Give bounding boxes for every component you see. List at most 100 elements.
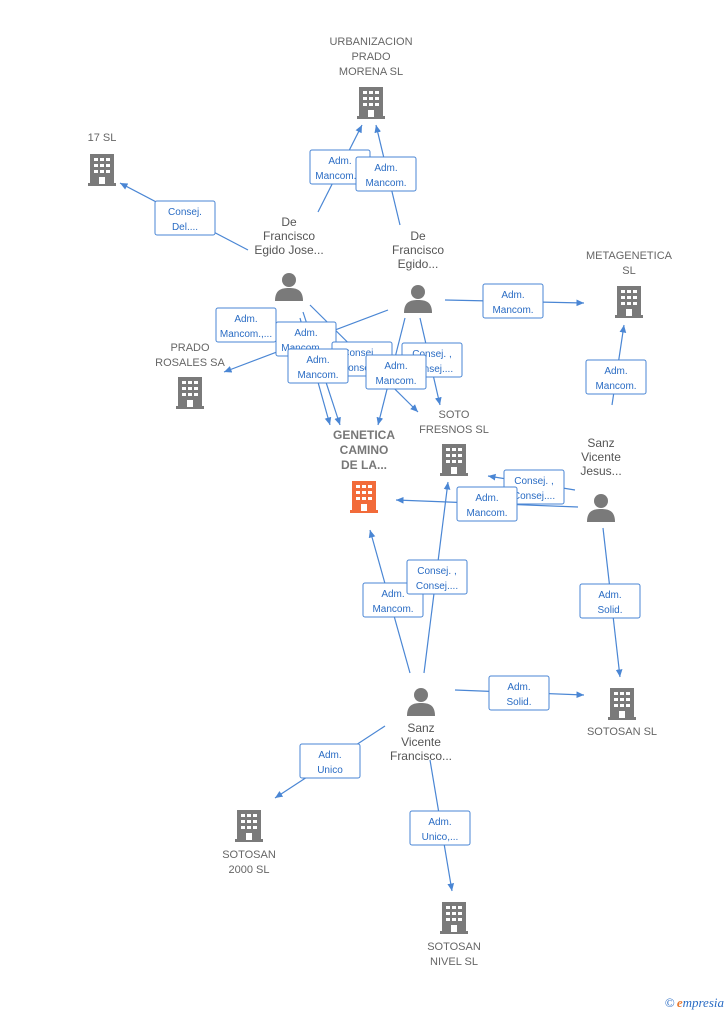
node-label: De — [410, 229, 426, 243]
building-icon — [350, 481, 378, 513]
building-icon — [608, 688, 636, 720]
person-node[interactable]: SanzVicenteJesus... — [580, 436, 622, 522]
node-label: Egido Jose... — [254, 243, 323, 257]
relation-label[interactable]: Consej. , Consej.... — [503, 469, 565, 505]
relation-label-box — [456, 486, 518, 522]
relation-label-box — [482, 283, 544, 319]
node-label: Francisco — [392, 243, 444, 257]
copyright-symbol: © — [664, 995, 675, 1010]
relation-label-text: Adm. — [507, 682, 530, 693]
relation-label-text: Consej. , — [417, 566, 456, 577]
node-label: Sanz — [407, 721, 434, 735]
relation-label-text: Mancom. — [466, 508, 507, 519]
company-node[interactable]: URBANIZACION PRADO MORENA SL — [329, 36, 413, 119]
nodes-layer: URBANIZACION PRADO MORENA SL 17 SL METAGENET… — [88, 36, 673, 968]
person-node[interactable]: SanzVicenteFrancisco... — [390, 688, 452, 763]
node-label: MORENA SL — [339, 66, 403, 78]
relation-label-text: Adm. — [328, 156, 351, 167]
node-label: SL — [622, 265, 635, 277]
node-label: URBANIZACION — [329, 36, 412, 48]
node-label: SOTOSAN SL — [587, 726, 657, 738]
relation-label-text: Consej. , — [412, 349, 451, 360]
relation-label[interactable]: Consej. , Consej.... — [406, 559, 468, 595]
node-label: ROSALES SA — [155, 357, 225, 369]
relation-label-text: Consej.... — [341, 363, 383, 374]
node-label: Egido... — [398, 257, 439, 271]
relation-label-text: Consej. — [168, 207, 202, 218]
relation-label-text: Adm. — [294, 328, 317, 339]
relation-label-box — [585, 359, 647, 395]
relation-label-text: Adm. — [428, 817, 451, 828]
relation-label-box — [409, 810, 471, 846]
relation-label-box — [154, 200, 216, 236]
building-icon — [440, 902, 468, 934]
relation-label[interactable]: Adm.Mancom. — [456, 486, 518, 522]
relation-label-text: Consej.... — [411, 364, 453, 375]
node-label: METAGENETICA — [586, 250, 673, 262]
brand-initial: e — [676, 995, 683, 1010]
person-icon — [275, 273, 303, 301]
node-label: DE LA... — [341, 458, 387, 472]
relation-label[interactable]: Adm. Mancom. — [482, 283, 544, 319]
relation-label[interactable]: Adm.Solid. — [488, 675, 550, 711]
relation-label-text: Consej.... — [513, 491, 555, 502]
relation-label-text: Adm. — [598, 590, 621, 601]
relation-label-text: Adm. — [604, 366, 627, 377]
relation-label-box — [355, 156, 417, 192]
node-label: PRADO — [351, 51, 391, 63]
node-label: Sanz — [587, 436, 614, 450]
relation-label-text: Adm. — [234, 314, 257, 325]
relation-label[interactable]: Consej. Del.... — [154, 200, 216, 236]
relation-label-text: Unico,... — [422, 832, 459, 843]
node-label: Vicente — [581, 450, 621, 464]
brand-name: mpresia — [682, 995, 724, 1010]
building-icon — [357, 87, 385, 119]
relation-label-text: Adm. — [381, 589, 404, 600]
edge-labels-layer: Adm.Mancom....Adm.Mancom.Consej.Del....A… — [154, 149, 647, 846]
node-label: SOTOSAN — [222, 849, 276, 861]
relation-label-box — [488, 675, 550, 711]
empresia-watermark: ©empresia — [665, 995, 724, 1011]
node-label: Vicente — [401, 735, 441, 749]
person-node[interactable]: DeFranciscoEgido... — [392, 229, 444, 313]
relation-label-text: Solid. — [597, 605, 622, 616]
relation-label-text: Unico — [317, 765, 343, 776]
relation-label[interactable]: Adm. Unico — [299, 743, 361, 779]
relation-label-text: Consej.... — [416, 581, 458, 592]
building-icon — [88, 154, 116, 186]
relation-label[interactable]: Adm. Unico,... — [409, 810, 471, 846]
relation-label-box — [365, 354, 427, 390]
relation-label[interactable]: Adm.Mancom. — [365, 354, 427, 390]
relation-label-text: Mancom. — [297, 370, 338, 381]
relation-label[interactable]: Adm.Mancom.,... — [215, 307, 277, 343]
relation-label-text: Adm. — [318, 750, 341, 761]
relation-label-text: Consej. , — [342, 348, 381, 359]
relation-label-box — [299, 743, 361, 779]
relation-label[interactable]: Adm.Mancom. — [287, 348, 349, 384]
relation-label-text: Adm. — [501, 290, 524, 301]
relation-label[interactable]: Adm.Mancom. — [585, 359, 647, 395]
node-label: NIVEL SL — [430, 956, 478, 968]
relation-label-text: Mancom. — [365, 178, 406, 189]
relation-label-text: Mancom. — [372, 604, 413, 615]
relation-label-text: Del.... — [172, 222, 198, 233]
relation-label[interactable]: Adm.Mancom. — [355, 156, 417, 192]
node-label: FRESNOS SL — [419, 424, 489, 436]
company-node[interactable]: METAGENETICA SL — [586, 250, 673, 318]
node-label: De — [281, 215, 297, 229]
node-label: Jesus... — [580, 464, 621, 478]
relation-label-box — [579, 583, 641, 619]
relation-label-text: Mancom. — [492, 305, 533, 316]
relation-label[interactable]: Adm. Solid. — [579, 583, 641, 619]
node-label: Francisco — [263, 229, 315, 243]
company-node[interactable]: SOTOSAN SL — [587, 688, 657, 738]
company-node[interactable]: 17 SL — [88, 132, 117, 186]
relation-label-text: Consej. , — [514, 476, 553, 487]
